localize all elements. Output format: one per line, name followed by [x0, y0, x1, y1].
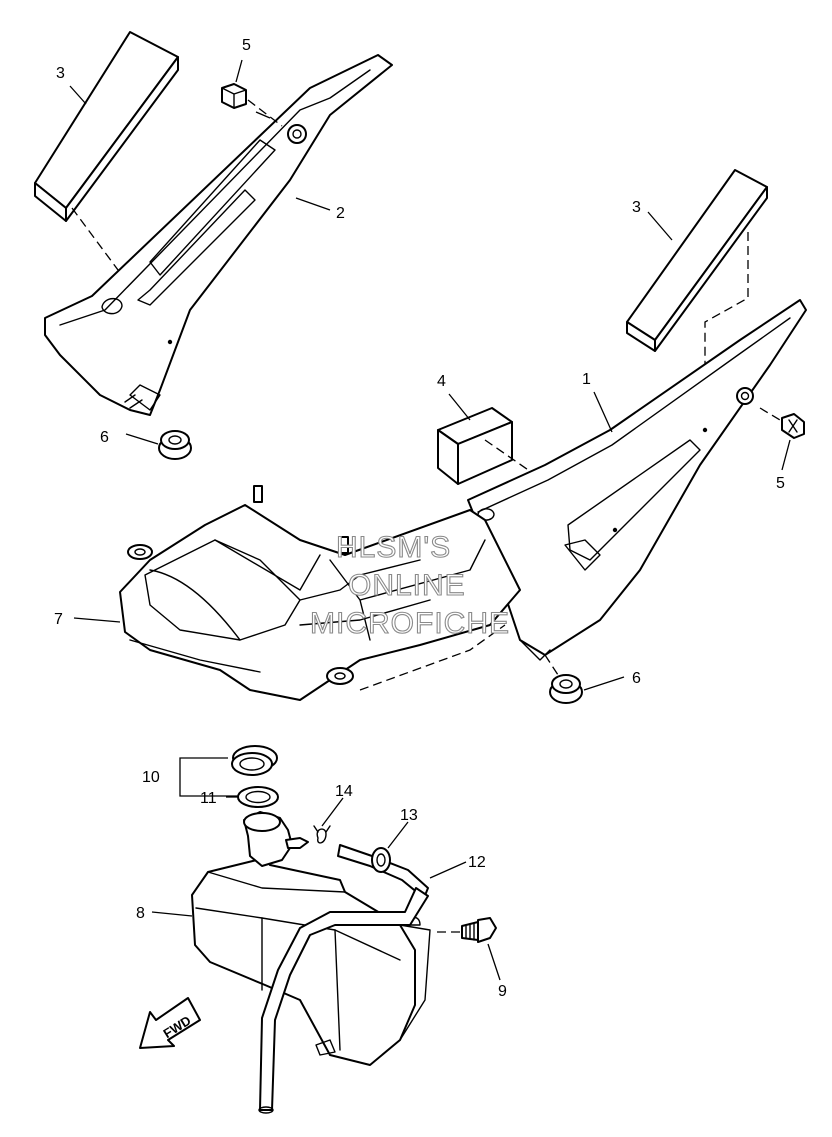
callout-6-right[interactable]: 6	[632, 670, 641, 687]
callout-1[interactable]: 1	[582, 371, 591, 388]
callout-9[interactable]: 9	[498, 983, 507, 1000]
watermark-line-1: HLSM'S	[336, 531, 451, 564]
battery-tray[interactable]	[119, 485, 521, 701]
callout-12[interactable]: 12	[468, 854, 486, 871]
watermark-line-2: ONLINE	[348, 569, 466, 602]
callout-2[interactable]: 2	[336, 205, 345, 222]
callout-8[interactable]: 8	[136, 905, 145, 922]
leader-lines	[69, 59, 791, 981]
callout-5-left[interactable]: 5	[242, 37, 251, 54]
grommet-left[interactable]	[158, 430, 192, 460]
callout-13[interactable]: 13	[400, 807, 418, 824]
callout-6-left[interactable]: 6	[100, 429, 109, 446]
grommet-right[interactable]	[549, 674, 583, 704]
callout-10[interactable]: 10	[142, 769, 160, 786]
callout-7[interactable]: 7	[54, 611, 63, 628]
tank-bolt[interactable]	[461, 917, 497, 943]
callout-3-left[interactable]: 3	[56, 65, 65, 82]
callout-4[interactable]: 4	[437, 373, 446, 390]
callout-labels: 3 5 2 6 3 1 4 5 6 7 10 11 14 13 12 8 9	[54, 37, 785, 1000]
gasket[interactable]	[237, 786, 279, 808]
callout-11[interactable]: 11	[200, 790, 217, 807]
fwd-arrow: FWD	[139, 997, 201, 1049]
pad-right[interactable]	[626, 169, 768, 352]
leader-grommet-right	[544, 654, 561, 679]
side-cover-left[interactable]	[44, 54, 393, 416]
small-pad[interactable]	[437, 407, 513, 485]
callout-14[interactable]: 14	[335, 783, 353, 800]
callout-3-right[interactable]: 3	[632, 199, 641, 216]
hose-clip[interactable]	[313, 825, 331, 844]
leader-bolt-left	[247, 99, 283, 127]
bolt-left[interactable]	[221, 83, 247, 109]
hose-clamp[interactable]	[371, 847, 391, 873]
pad-left[interactable]	[34, 31, 179, 222]
tank-cap[interactable]	[231, 745, 278, 776]
reservoir-tank[interactable]	[191, 811, 431, 1066]
side-cover-right[interactable]	[467, 299, 807, 661]
leader-bolt-right	[759, 407, 781, 421]
watermark-line-3: MICROFICHE	[310, 607, 510, 640]
bolt-right[interactable]	[781, 413, 805, 439]
callout-5-right[interactable]: 5	[776, 475, 785, 492]
watermark: HLSM'S ONLINE MICROFICHE	[309, 530, 510, 640]
